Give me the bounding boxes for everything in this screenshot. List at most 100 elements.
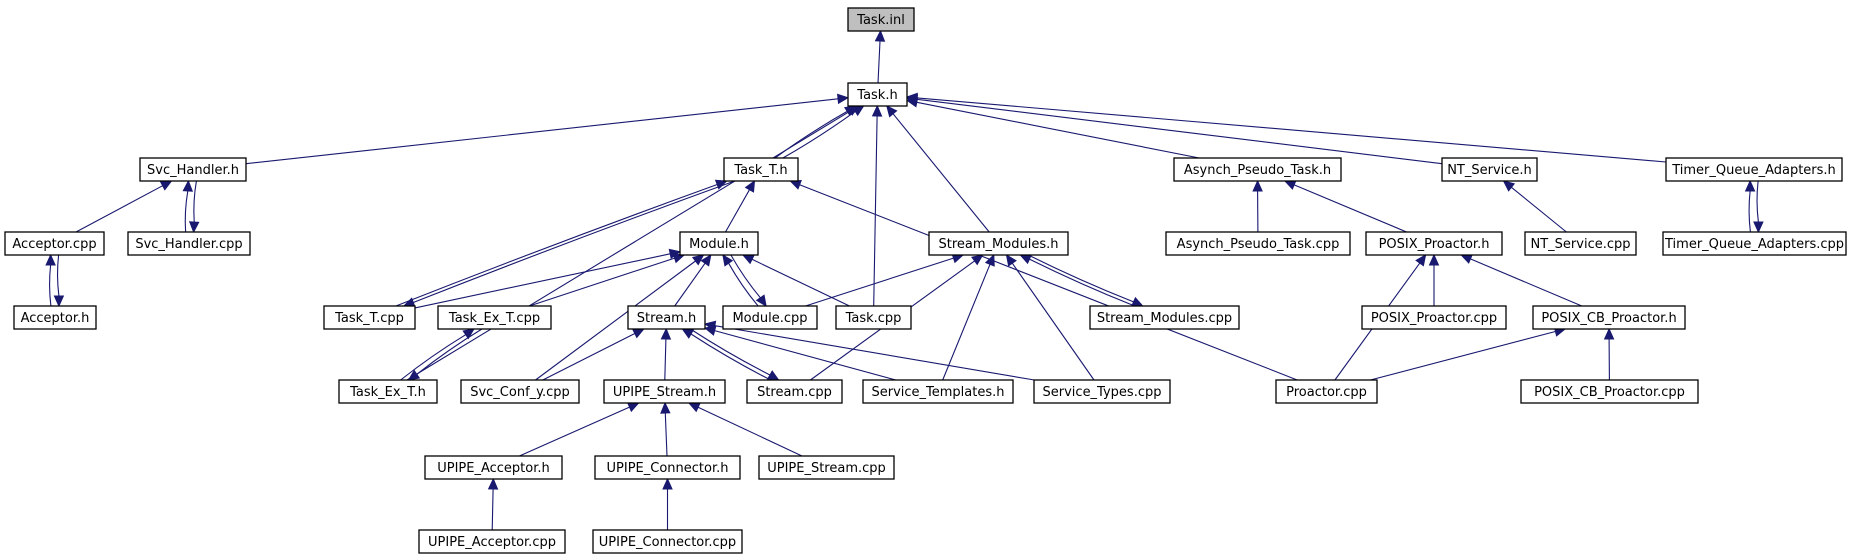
- edge-posix-proactor-cpp-to-posix-proactor-h: [1428, 253, 1440, 307]
- node-posix-proactor-h[interactable]: POSIX_Proactor.h: [1365, 231, 1503, 256]
- edge-acceptor-h-to-acceptor-cpp: [45, 253, 56, 307]
- edge-line: [1011, 262, 1095, 381]
- edge-line: [1293, 184, 1407, 233]
- node-module-cpp[interactable]: Module.cpp: [722, 305, 818, 330]
- node-posix-proactor-cpp[interactable]: POSIX_Proactor.cpp: [1361, 305, 1507, 330]
- node-label: Timer_Queue_Adapters.h: [1671, 163, 1836, 178]
- node-acceptor-h[interactable]: Acceptor.h: [13, 305, 97, 330]
- node-asynch-pseudo-task-h[interactable]: Asynch_Pseudo_Task.h: [1173, 157, 1342, 182]
- edge-layer: [45, 29, 1764, 531]
- node-label: Timer_Queue_Adapters.cpp: [1664, 237, 1844, 252]
- node-stream-modules-h[interactable]: Stream_Modules.h: [928, 231, 1069, 256]
- node-svc-conf-y-cpp[interactable]: Svc_Conf_y.cpp: [460, 379, 580, 404]
- node-posix-cb-proactor-h[interactable]: POSIX_CB_Proactor.h: [1532, 305, 1686, 330]
- node-box: [1524, 231, 1637, 256]
- node-label: Task.inl: [856, 13, 905, 28]
- node-task-t-cpp[interactable]: Task_T.cpp: [323, 305, 416, 330]
- node-box: [746, 379, 843, 404]
- node-asynch-pseudo-task-cpp[interactable]: Asynch_Pseudo_Task.cpp: [1165, 231, 1351, 256]
- node-upipe-connector-h[interactable]: UPIPE_Connector.h: [594, 455, 741, 480]
- edge-line: [877, 40, 881, 84]
- node-svc-handler-cpp[interactable]: Svc_Handler.cpp: [127, 231, 251, 256]
- edge-line: [1756, 180, 1759, 223]
- node-label: UPIPE_Connector.cpp: [599, 535, 736, 550]
- edge-line: [892, 113, 990, 233]
- node-stream-modules-cpp[interactable]: Stream_Modules.cpp: [1089, 305, 1240, 330]
- node-label: UPIPE_Connector.h: [607, 461, 729, 476]
- node-nt-service-cpp[interactable]: NT_Service.cpp: [1524, 231, 1637, 256]
- arrowhead-icon: [1130, 296, 1144, 307]
- edge-line: [916, 98, 1443, 165]
- node-posix-cb-proactor-cpp[interactable]: POSIX_CB_Proactor.cpp: [1520, 379, 1699, 404]
- node-task-h[interactable]: Task.h: [847, 82, 908, 107]
- arrowhead-icon: [789, 179, 802, 190]
- arrowhead-icon: [1005, 254, 1017, 267]
- node-task-cpp[interactable]: Task.cpp: [835, 305, 912, 330]
- node-proactor-cpp[interactable]: Proactor.cpp: [1275, 379, 1378, 404]
- edge-upipe-stream-h-to-stream-h: [660, 327, 672, 381]
- edge-line: [406, 110, 851, 381]
- node-upipe-connector-cpp[interactable]: UPIPE_Connector.cpp: [592, 529, 743, 554]
- node-nt-service-h[interactable]: NT_Service.h: [1441, 157, 1538, 182]
- node-label: Task_T.h: [733, 163, 787, 178]
- node-timer-queue-adapters-cpp[interactable]: Timer_Queue_Adapters.cpp: [1662, 231, 1847, 256]
- node-label: Task.h: [856, 88, 897, 103]
- arrowhead-icon: [871, 104, 883, 117]
- edge-line: [942, 264, 991, 381]
- node-stream-cpp[interactable]: Stream.cpp: [746, 379, 843, 404]
- arrowhead-icon: [1744, 179, 1756, 192]
- edge-asynch-pseudo-task-h-to-task-h: [905, 97, 1200, 159]
- node-stream-h[interactable]: Stream.h: [627, 305, 706, 330]
- edge-acceptor-cpp-to-svc-handler-h: [75, 180, 173, 233]
- node-label: Task.cpp: [845, 311, 902, 326]
- edge-module-cpp-to-module-h: [722, 253, 759, 307]
- node-box: [847, 7, 915, 32]
- node-label: Asynch_Pseudo_Task.cpp: [1177, 237, 1340, 252]
- node-box: [835, 305, 912, 330]
- node-label: Module.h: [689, 237, 749, 252]
- node-task-ex-t-h[interactable]: Task_Ex_T.h: [338, 379, 438, 404]
- edge-task-t-cpp-to-task-t-h: [395, 179, 728, 307]
- edge-stream-cpp-to-stream-h: [681, 328, 771, 381]
- edge-module-h-to-module-cpp: [730, 254, 767, 308]
- node-label: Svc_Conf_y.cpp: [470, 385, 570, 400]
- edge-service-templates-h-to-stream-modules-h: [942, 253, 995, 381]
- node-box: [1665, 157, 1843, 182]
- node-task-ex-t-cpp[interactable]: Task_Ex_T.cpp: [437, 305, 552, 330]
- edge-line: [725, 189, 750, 233]
- node-box: [603, 379, 726, 404]
- node-upipe-stream-h[interactable]: UPIPE_Stream.h: [603, 379, 726, 404]
- node-task-inl[interactable]: Task.inl: [847, 7, 915, 32]
- edge-line: [535, 260, 696, 381]
- edge-line: [664, 338, 667, 381]
- node-upipe-acceptor-h[interactable]: UPIPE_Acceptor.h: [424, 455, 563, 480]
- edge-svc-handler-h-to-task-h: [245, 93, 850, 165]
- edge-stream-modules-h-to-stream-modules-cpp: [1028, 254, 1144, 307]
- node-box: [1532, 305, 1686, 330]
- node-upipe-acceptor-cpp[interactable]: UPIPE_Acceptor.cpp: [418, 529, 566, 554]
- node-label: UPIPE_Acceptor.cpp: [428, 535, 556, 550]
- edge-task-ex-t-h-to-task-h: [406, 105, 860, 381]
- edge-service-types-cpp-to-stream-modules-h: [1005, 254, 1095, 381]
- node-service-types-cpp[interactable]: Service_Types.cpp: [1033, 379, 1171, 404]
- node-upipe-stream-cpp[interactable]: UPIPE_Stream.cpp: [758, 455, 895, 480]
- edge-line: [414, 253, 671, 309]
- edge-line: [245, 98, 839, 165]
- arrowhead-icon: [703, 320, 717, 332]
- node-service-templates-h[interactable]: Service_Templates.h: [862, 379, 1014, 404]
- node-acceptor-cpp[interactable]: Acceptor.cpp: [4, 231, 105, 256]
- arrowhead-icon: [700, 253, 712, 267]
- node-box: [928, 231, 1069, 256]
- node-box: [127, 231, 251, 256]
- edge-line: [1029, 258, 1135, 307]
- arrowhead-icon: [1283, 180, 1297, 190]
- node-timer-queue-adapters-h[interactable]: Timer_Queue_Adapters.h: [1665, 157, 1843, 182]
- node-task-t-h[interactable]: Task_T.h: [723, 157, 799, 182]
- node-module-h[interactable]: Module.h: [679, 231, 759, 256]
- edge-svc-handler-cpp-to-svc-handler-h: [182, 179, 194, 233]
- edge-line: [1748, 190, 1751, 233]
- node-box: [722, 305, 818, 330]
- edge-line: [193, 180, 197, 223]
- node-svc-handler-h[interactable]: Svc_Handler.h: [139, 157, 247, 182]
